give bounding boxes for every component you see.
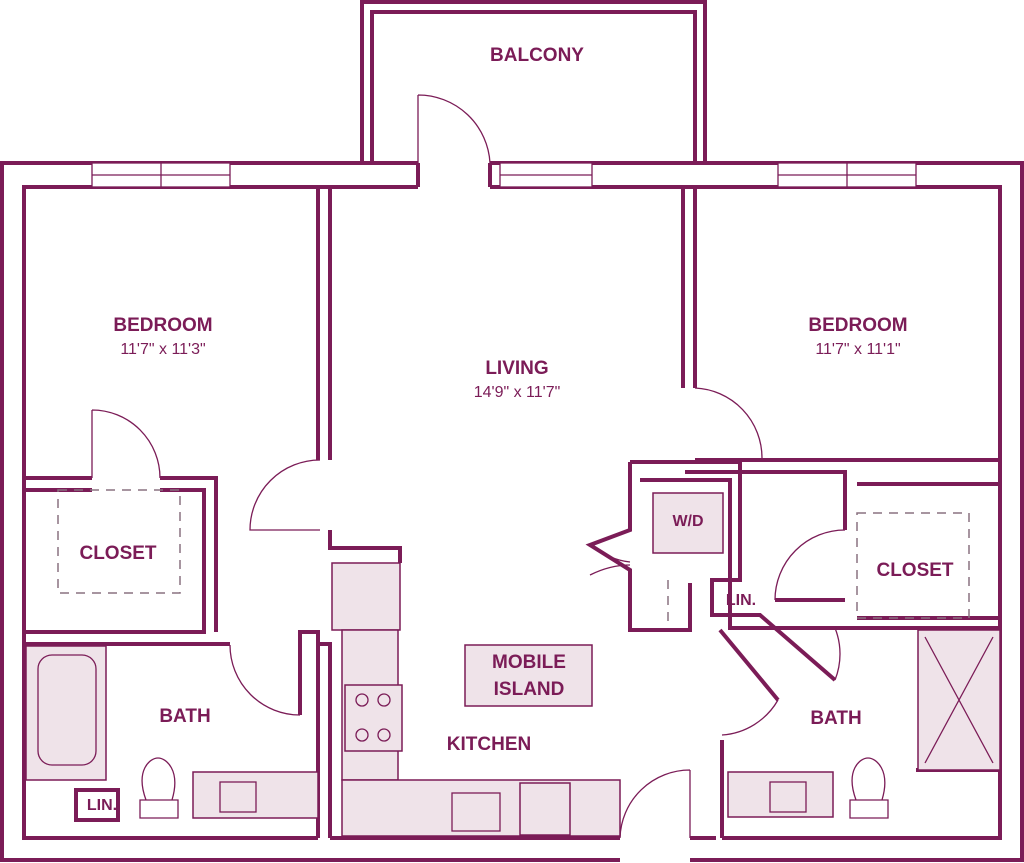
fixtures bbox=[25, 492, 1001, 837]
toilet-left bbox=[139, 757, 179, 819]
linen-left bbox=[74, 788, 120, 822]
balcony-label: BALCONY bbox=[490, 45, 584, 66]
mobile-island-label-line1: MOBILE bbox=[492, 652, 566, 673]
closet-right-label: CLOSET bbox=[876, 560, 954, 581]
bath-right-label: BATH bbox=[810, 708, 862, 729]
bedroom-right-dimensions: 11'7" x 11'1" bbox=[815, 341, 901, 358]
linen-left-label: LIN. bbox=[86, 797, 118, 814]
closet-left-label: CLOSET bbox=[79, 543, 157, 564]
bath-left-label: BATH bbox=[159, 706, 211, 727]
counter-bottom bbox=[341, 779, 621, 837]
windows bbox=[91, 162, 917, 188]
living-label: LIVING bbox=[485, 358, 549, 379]
bedroom-right-label: BEDROOM bbox=[808, 315, 908, 336]
washer-dryer-label: W/D bbox=[672, 513, 704, 530]
closet-rods bbox=[57, 489, 970, 625]
mobile-island bbox=[464, 644, 593, 707]
living-dimensions: 14'9" x 11'7" bbox=[473, 384, 561, 401]
linen-right-label: LIN. bbox=[725, 592, 757, 609]
bedroom-left-label: BEDROOM bbox=[113, 315, 213, 336]
washer-dryer bbox=[652, 492, 724, 554]
doors bbox=[91, 94, 846, 839]
range bbox=[344, 684, 403, 752]
toilet-right bbox=[849, 757, 889, 819]
kitchen-label: KITCHEN bbox=[446, 734, 532, 755]
bedroom-left-dimensions: 11'7" x 11'3" bbox=[120, 341, 206, 358]
kitchen-sink bbox=[451, 792, 501, 832]
mobile-island-label-line2: ISLAND bbox=[493, 679, 565, 700]
dishwasher bbox=[519, 782, 571, 836]
fridge bbox=[331, 562, 401, 631]
vanity-right bbox=[727, 771, 834, 818]
